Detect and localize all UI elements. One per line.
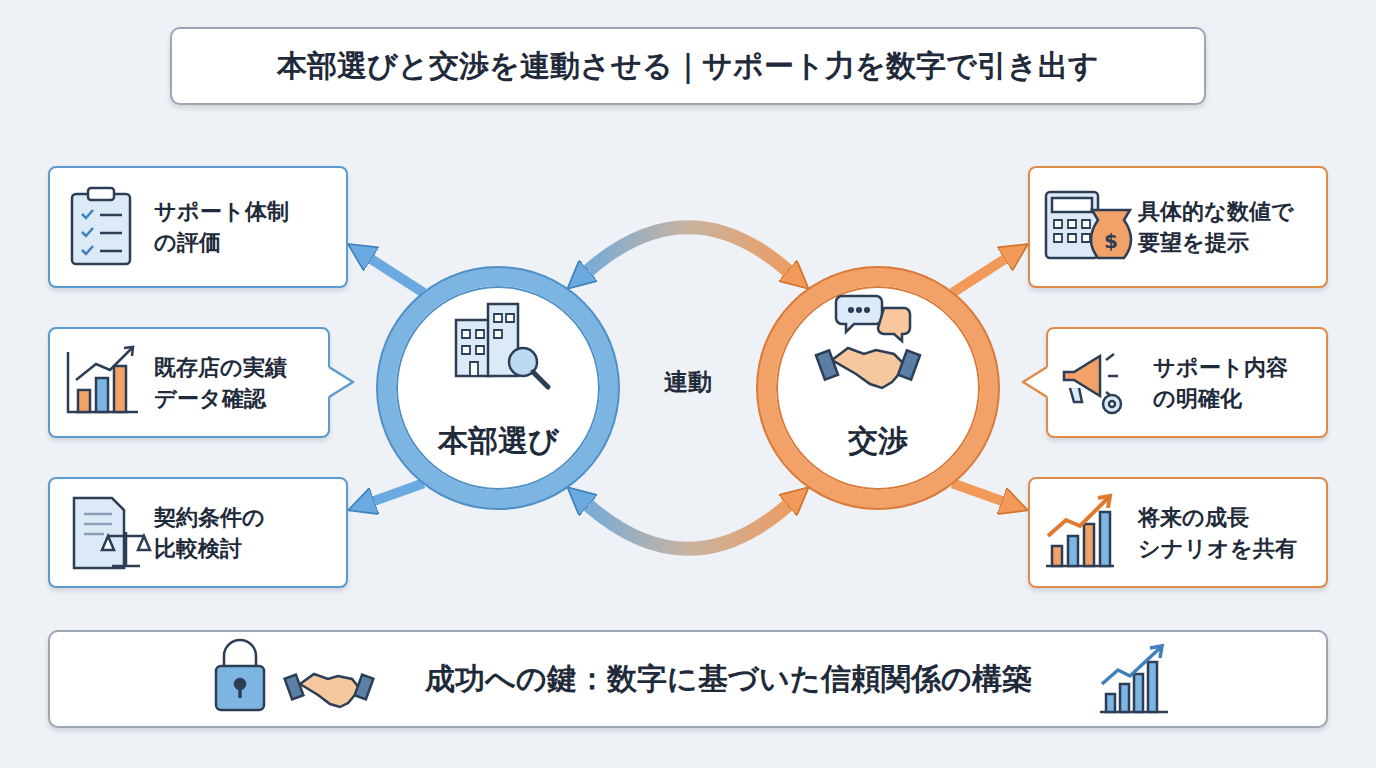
task-box: 具体的な数値で 要望を提示 xyxy=(1028,166,1328,288)
node-text: 交渉 xyxy=(848,423,908,459)
handshake-icon xyxy=(285,674,374,707)
node-text: 既存店の実績 データ確認 xyxy=(154,352,328,414)
bar-chart-icon xyxy=(68,347,138,412)
callout-box: 既存店の実績 データ確認 xyxy=(48,327,330,438)
flow-arrow xyxy=(953,483,1002,501)
contract-icon xyxy=(74,498,150,568)
flow-arrow xyxy=(953,259,1005,293)
node-text: サポート体制 の評価 xyxy=(154,196,339,258)
flow-arrow xyxy=(372,259,424,293)
growth-chart-icon xyxy=(1100,646,1168,712)
hub-circle: 交渉 xyxy=(758,268,998,508)
key-band: 成功への鍵：数字に基づいた信頼関係の構築 xyxy=(48,630,1328,728)
callout-box: サポート内容 の明確化 xyxy=(1046,327,1328,438)
lock-icon xyxy=(216,640,264,710)
hub-circle: 本部選び xyxy=(378,268,618,508)
diagram-title: 本部選びと交渉を連動させる｜サポート力を数字で引き出す xyxy=(277,47,1099,85)
building-icon xyxy=(456,304,548,387)
clipboard-icon xyxy=(72,188,130,264)
node-text: 具体的な数値で 要望を提示 xyxy=(1138,196,1323,258)
node-text: 成功への鍵：数字に基づいた信頼関係の構築 xyxy=(425,660,1032,698)
growth-chart-icon xyxy=(1046,496,1114,566)
dollar-sign: $ xyxy=(1104,229,1118,253)
title-box: 本部選びと交渉を連動させる｜サポート力を数字で引き出す xyxy=(170,27,1206,105)
node-text: 契約条件の 比較検討 xyxy=(154,502,339,564)
task-box: 将来の成長 シナリオを共有 xyxy=(1028,477,1328,588)
callout-pointer xyxy=(326,367,1050,397)
handshake-icon xyxy=(816,296,920,388)
flow-arrow xyxy=(374,483,423,501)
link-arrow xyxy=(589,506,788,549)
calculator-icon: $ xyxy=(1046,192,1131,258)
node-text: サポート内容 の明確化 xyxy=(1153,352,1326,414)
task-box: サポート体制 の評価 xyxy=(48,166,348,288)
megaphone-icon xyxy=(1064,354,1121,413)
node-text: 本部選び xyxy=(438,423,559,459)
task-box: 契約条件の 比較検討 xyxy=(48,477,348,588)
link-label: 連動 xyxy=(648,366,728,398)
node-text: 将来の成長 シナリオを共有 xyxy=(1138,502,1323,564)
link-arrow xyxy=(589,227,788,270)
